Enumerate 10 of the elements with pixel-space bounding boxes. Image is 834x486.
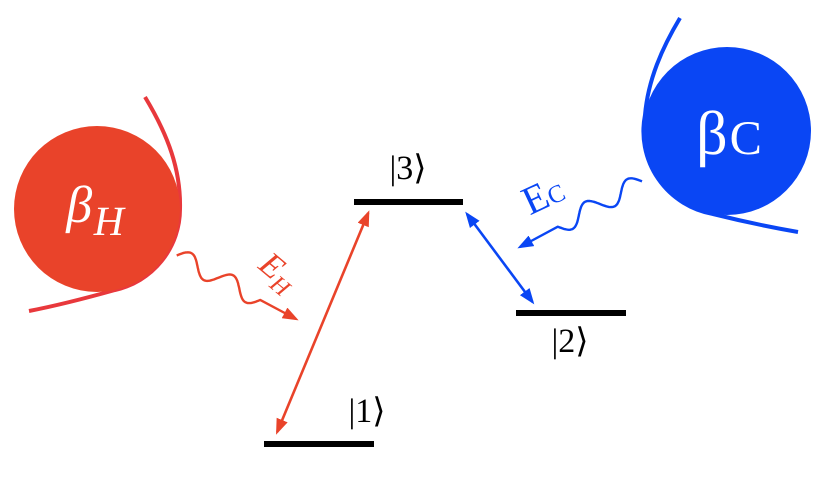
wavy-arrow	[176, 251, 299, 320]
state-label: |1⟩	[348, 395, 386, 429]
transition-arrow	[276, 210, 370, 435]
energy-level-bar	[264, 441, 374, 447]
transition-arrow	[465, 212, 534, 304]
energy-level-bar	[354, 199, 463, 205]
state-label: |2⟩	[551, 325, 589, 359]
energy-level-bar	[516, 310, 626, 316]
state-label: |3⟩	[389, 152, 427, 186]
wavy-arrow	[517, 177, 642, 248]
